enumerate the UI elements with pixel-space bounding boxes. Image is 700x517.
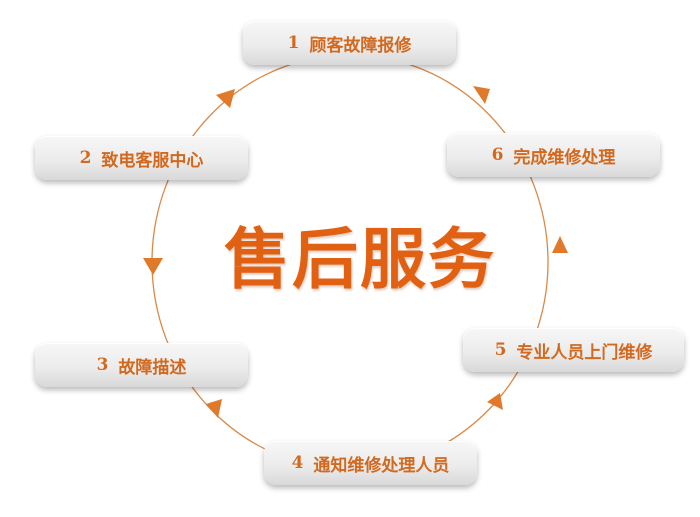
arrow-5-to-6: [552, 236, 568, 253]
step-4-box: 4 通知维修处理人员: [264, 441, 477, 485]
step-5-box: 5 专业人员上门维修: [463, 328, 684, 372]
arrow-1-to-2: [216, 89, 235, 108]
arrow-6-to-1: [473, 86, 490, 104]
step-1-box: 1 顾客故障报修: [243, 21, 456, 65]
step-5-number: 5: [494, 340, 507, 360]
step-4-label: 通知维修处理人员: [313, 455, 450, 476]
step-2-label: 致电客服中心: [101, 150, 204, 171]
step-6-box: 6 完成维修处理: [447, 133, 660, 177]
step-2-box: 2 致电客服中心: [35, 136, 248, 180]
main-title: 售后服务: [224, 220, 496, 298]
arrow-2-to-3: [143, 258, 163, 275]
step-3-label: 故障描述: [118, 357, 187, 378]
step-4-number: 4: [291, 453, 304, 473]
step-1-label: 顾客故障报修: [309, 35, 412, 56]
step-3-number: 3: [96, 355, 109, 375]
step-2-number: 2: [79, 148, 92, 168]
step-6-label: 完成维修处理: [513, 147, 616, 168]
arrow-4-to-5: [487, 393, 503, 410]
step-6-number: 6: [491, 145, 504, 165]
arrow-3-to-4: [206, 399, 222, 418]
step-5-label: 专业人员上门维修: [516, 342, 653, 363]
step-3-box: 3 故障描述: [35, 343, 248, 387]
step-1-number: 1: [287, 33, 300, 53]
